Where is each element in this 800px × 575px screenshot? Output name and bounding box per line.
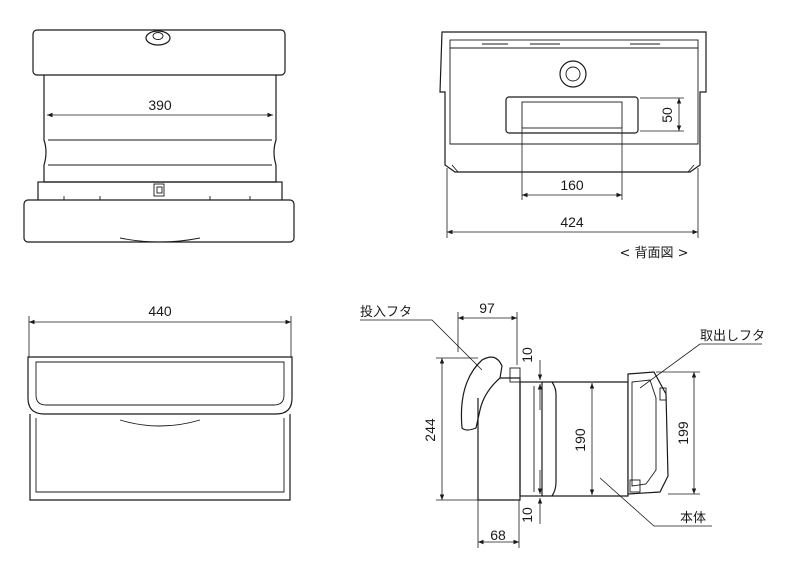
dimension-244: 244 <box>422 418 438 442</box>
back-view: 50 160 424 < 背面図 > <box>439 31 707 261</box>
dimension-10-bottom: 10 <box>519 507 535 523</box>
dimension-50: 50 <box>659 107 675 123</box>
dimension-160: 160 <box>560 177 584 193</box>
dimension-199: 199 <box>675 421 691 445</box>
callout-body: 本体 <box>680 511 706 526</box>
back-view-caption: < 背面図 > <box>619 246 688 261</box>
callout-insert-lid: 投入フタ <box>360 304 412 320</box>
dimension-424: 424 <box>560 214 584 230</box>
side-view: 97 10 10 244 190 199 68 投入フタ 取出しフタ 本体 <box>360 300 765 548</box>
front-view-bottom: 440 <box>27 303 293 501</box>
dimension-97: 97 <box>479 300 495 316</box>
callout-take-out-lid: 取出しフタ <box>700 329 765 344</box>
dimension-390: 390 <box>148 97 172 113</box>
dimension-190: 190 <box>572 428 588 452</box>
dimension-10-top: 10 <box>519 347 535 363</box>
dimension-68: 68 <box>490 527 506 543</box>
front-view-top: 390 <box>23 29 295 243</box>
dimension-440: 440 <box>148 303 172 319</box>
